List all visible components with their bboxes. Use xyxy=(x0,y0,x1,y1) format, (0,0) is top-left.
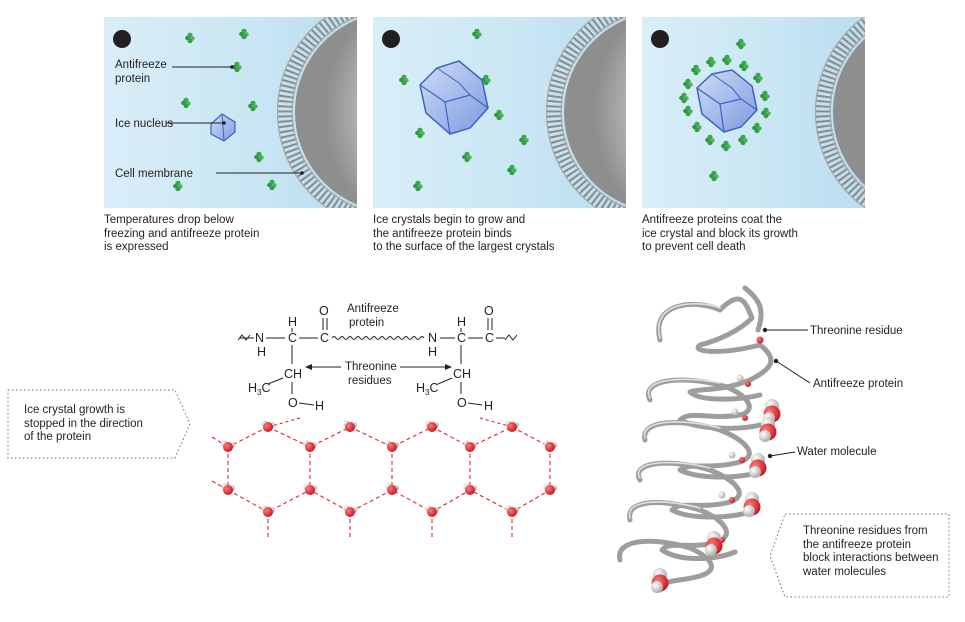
label-antifreeze-protein-model: Antifreeze protein xyxy=(813,378,903,390)
svg-text:CH: CH xyxy=(284,367,302,381)
svg-text:CH: CH xyxy=(453,367,471,381)
panel-1: 1 Antifreeze protein Ice nucleus Cell me… xyxy=(104,17,357,208)
cell-membrane xyxy=(277,17,357,208)
water-molecules xyxy=(221,420,557,517)
label-cell-membrane: Cell membrane xyxy=(115,168,193,180)
svg-text:H: H xyxy=(457,315,466,329)
label-antifreeze-protein-line2: protein xyxy=(115,73,150,85)
label-threonine-residues: Threonine xyxy=(345,361,397,373)
svg-text:N: N xyxy=(428,331,437,345)
panel-3: 3 xyxy=(642,17,865,208)
svg-text:N: N xyxy=(255,331,264,345)
svg-text:O: O xyxy=(319,304,329,318)
svg-text:H: H xyxy=(428,345,437,359)
svg-text:H: H xyxy=(288,315,297,329)
label-antifreeze-protein-line1: Antifreeze xyxy=(115,59,167,71)
svg-text:O: O xyxy=(288,396,298,410)
svg-text:H3C: H3C xyxy=(248,381,271,397)
svg-text:C: C xyxy=(485,331,494,345)
svg-text:C: C xyxy=(457,331,466,345)
svg-text:residues: residues xyxy=(348,375,392,387)
label-antifreeze-protein: Antifreeze xyxy=(347,303,399,315)
label-ice-nucleus: Ice nucleus xyxy=(115,118,173,130)
ice-lattice xyxy=(211,417,551,540)
step-number: 3 xyxy=(657,34,663,46)
ice-crystal xyxy=(696,69,758,133)
svg-text:H: H xyxy=(315,399,324,413)
svg-text:C: C xyxy=(288,331,297,345)
threonine-chemical-structure: N H C H C O N H C H C O CH H3C O H CH xyxy=(237,303,518,413)
ice-crystal xyxy=(419,60,489,135)
antifreeze-protein-ribbon xyxy=(617,285,774,593)
svg-text:protein: protein xyxy=(349,317,384,329)
label-threonine-residue: Threonine residue xyxy=(810,325,903,337)
svg-text:C: C xyxy=(320,331,329,345)
label-water-molecule: Water molecule xyxy=(797,446,876,458)
svg-text:O: O xyxy=(457,396,467,410)
right-note-box xyxy=(769,513,950,598)
ice-nucleus xyxy=(210,113,236,142)
svg-text:H: H xyxy=(484,399,493,413)
step-number: 1 xyxy=(119,34,126,46)
cell-interior xyxy=(295,19,357,205)
step-number-badge xyxy=(113,30,131,48)
svg-text:H3C: H3C xyxy=(416,381,439,397)
step-number: 2 xyxy=(388,34,394,46)
svg-text:O: O xyxy=(484,304,494,318)
panel-2: 2 xyxy=(373,17,626,208)
svg-text:H: H xyxy=(257,345,266,359)
